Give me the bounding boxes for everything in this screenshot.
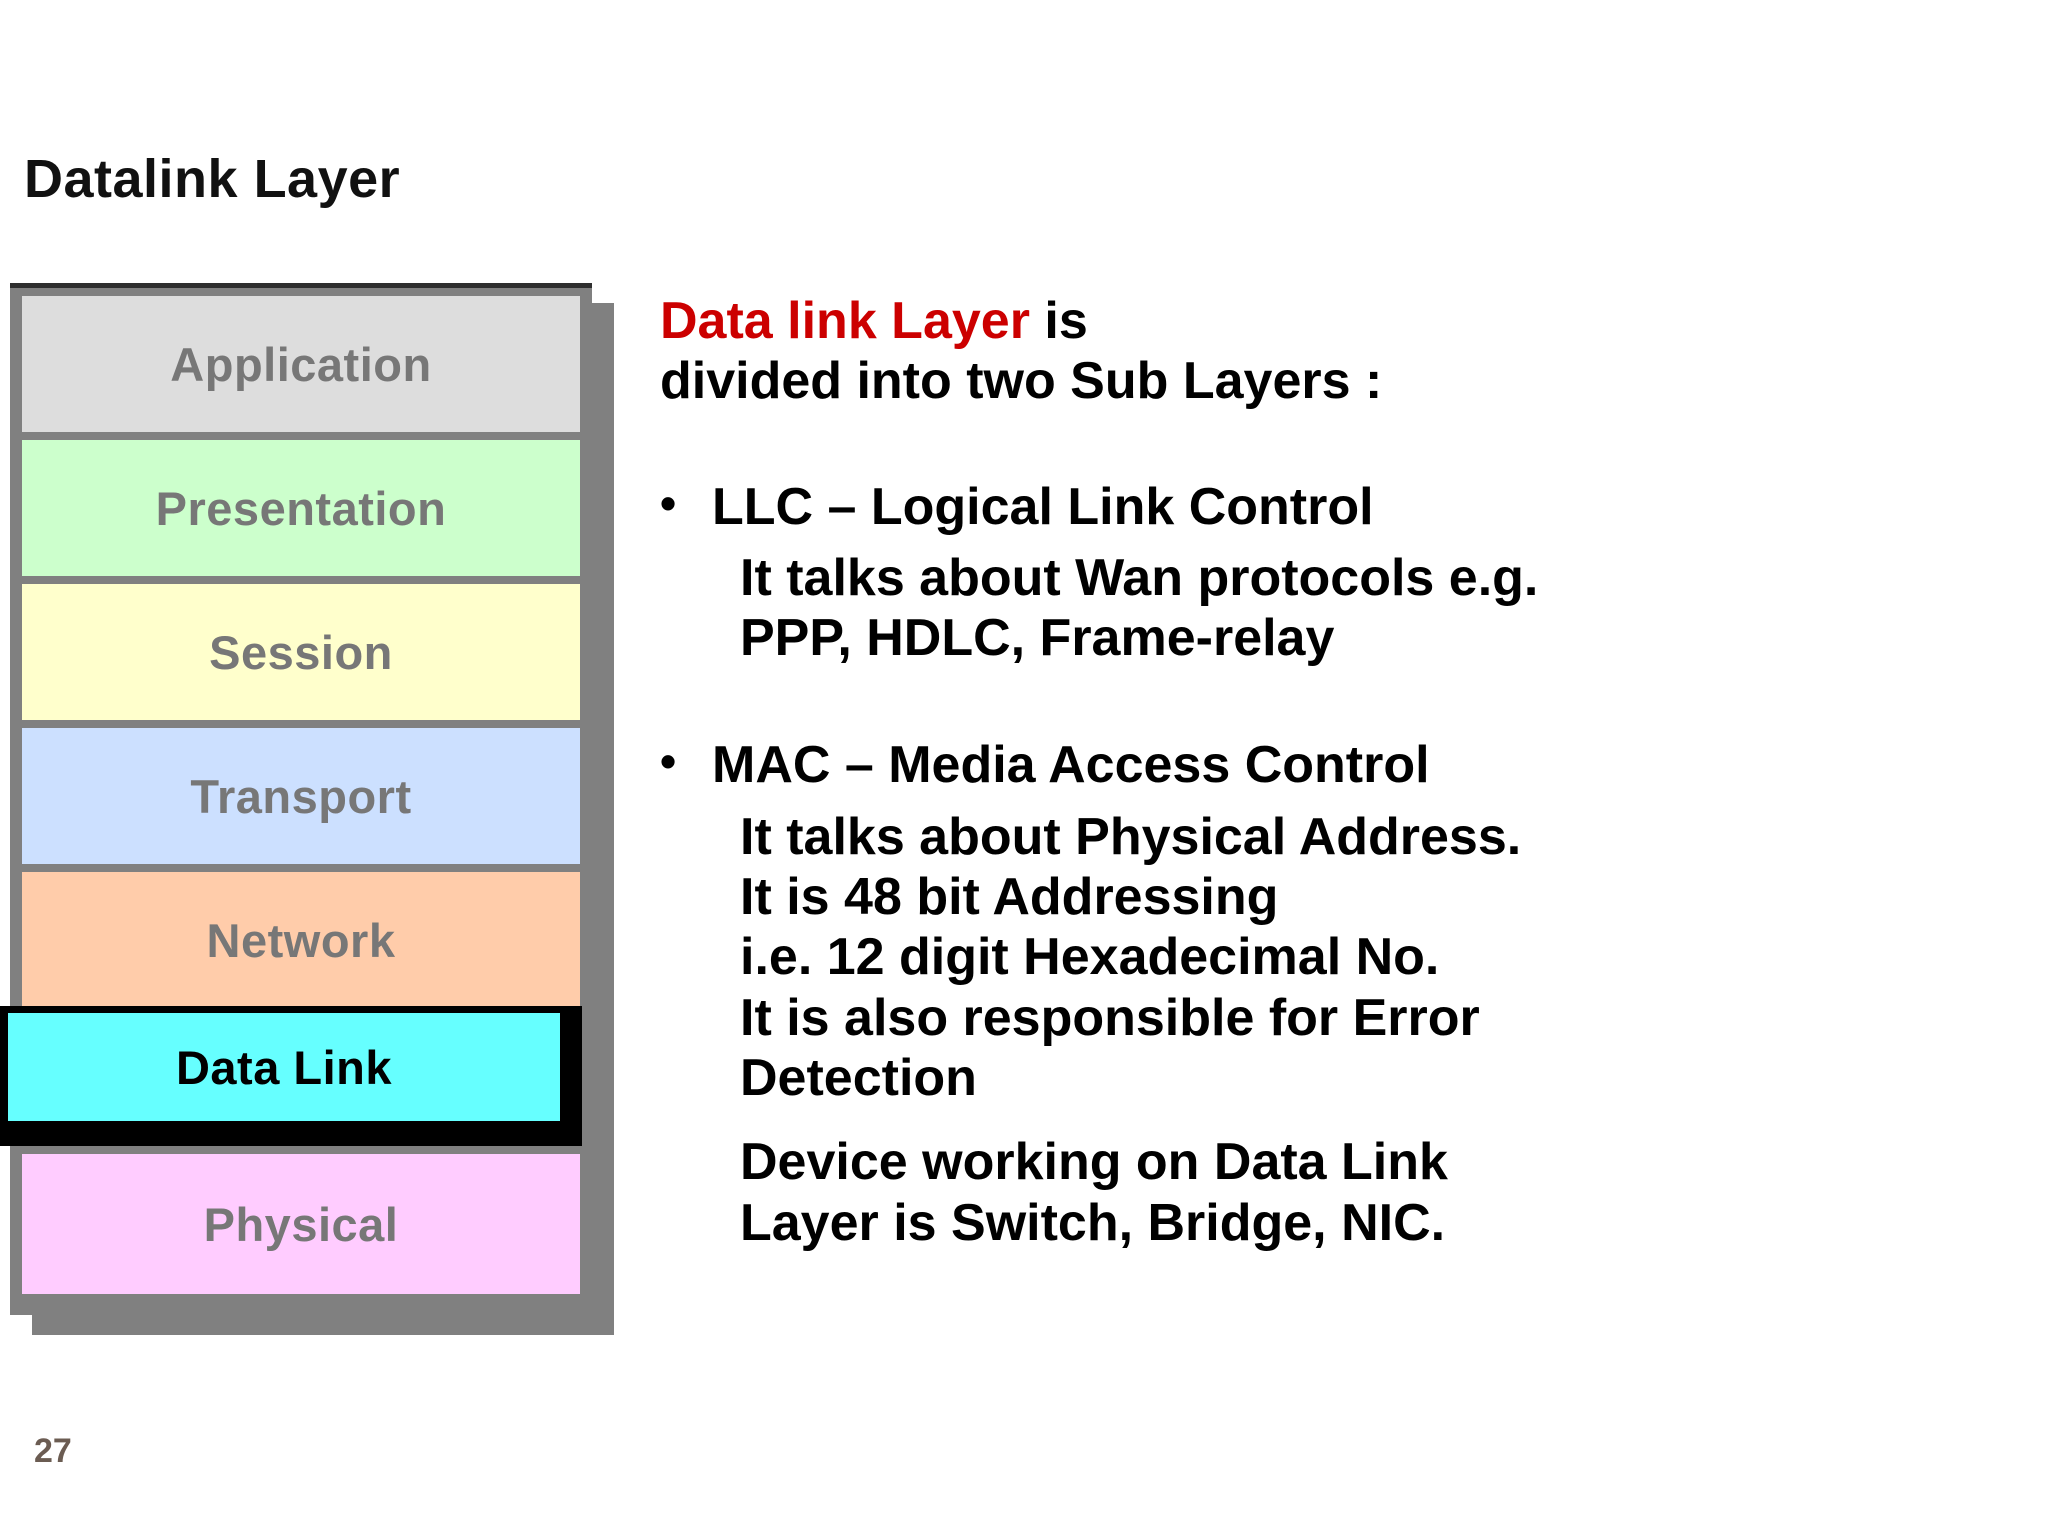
detail-line: It talks about Wan protocols e.g. — [740, 548, 1539, 607]
detail-line: It talks about Physical Address. — [740, 807, 1522, 866]
osi-layer-data-link-highlight[interactable]: Data Link — [0, 1006, 582, 1146]
osi-layer-data-link[interactable]: Data Link — [8, 1013, 560, 1121]
osi-layer-application[interactable]: Application — [22, 296, 580, 432]
intro-statement: Data link Layer is divided into two Sub … — [660, 292, 2000, 412]
detail-line: It is 48 bit Addressing — [740, 868, 1279, 926]
intro-line-2: divided into two Sub Layers : — [660, 351, 1383, 410]
detail-line: i.e. 12 digit Hexadecimal No. — [740, 928, 1440, 987]
osi-layer-label: Network — [206, 913, 396, 967]
bullet-item-llc[interactable]: • LLC – Logical Link Control — [660, 476, 2000, 536]
bullet-icon: • — [660, 735, 677, 788]
detail-line: It is also responsible for Error — [740, 988, 1480, 1047]
osi-layer-network[interactable]: Network — [22, 872, 580, 1008]
stack-frame: Application Presentation Session Transpo… — [0, 283, 592, 1315]
bullet-detail-mac: It talks about Physical Address. It is 4… — [740, 807, 2000, 1109]
closing-line: Device working on Data Link — [740, 1133, 1448, 1192]
content-column: Data link Layer is divided into two Sub … — [660, 292, 2000, 1253]
osi-layer-label: Physical — [203, 1197, 399, 1251]
osi-layer-session[interactable]: Session — [22, 584, 580, 720]
osi-layer-label: Data Link — [175, 1040, 393, 1094]
intro-line-1: Data link Layer is — [660, 292, 2000, 352]
bullet-heading: MAC – Media Access Control — [712, 736, 1430, 795]
osi-layer-label: Presentation — [155, 481, 447, 535]
osi-layer-label: Transport — [190, 769, 412, 823]
closing-line: Layer is Switch, Bridge, NIC. — [740, 1193, 1446, 1252]
osi-layer-physical[interactable]: Physical — [22, 1154, 580, 1294]
bullet-closing-mac: Device working on Data Link Layer is Swi… — [740, 1132, 2000, 1253]
osi-layer-label: Application — [170, 337, 432, 391]
osi-layer-label: Session — [209, 625, 393, 679]
detail-line: PPP, HDLC, Frame-relay — [740, 609, 1335, 668]
osi-layer-transport[interactable]: Transport — [22, 728, 580, 864]
bullet-heading: LLC – Logical Link Control — [712, 477, 1374, 536]
osi-layer-presentation[interactable]: Presentation — [22, 440, 580, 576]
data-link-layer-emphasis: Data link Layer — [660, 292, 1030, 350]
page-number: 27 — [34, 1432, 72, 1470]
bullet-detail-llc: It talks about Wan protocols e.g. PPP, H… — [740, 548, 2000, 669]
bullet-group-mac: • MAC – Media Access Control It talks ab… — [660, 736, 2000, 1252]
detail-line: Detection — [740, 1048, 977, 1107]
page-title: Datalink Layer — [24, 149, 401, 209]
osi-layer-stack: Application Presentation Session Transpo… — [0, 283, 614, 1335]
bullet-item-mac[interactable]: • MAC – Media Access Control — [660, 735, 2000, 795]
intro-line-1-tail: is — [1029, 292, 1088, 350]
bullet-icon: • — [660, 476, 677, 529]
bullet-group-llc: • LLC – Logical Link Control It talks ab… — [660, 476, 2000, 669]
